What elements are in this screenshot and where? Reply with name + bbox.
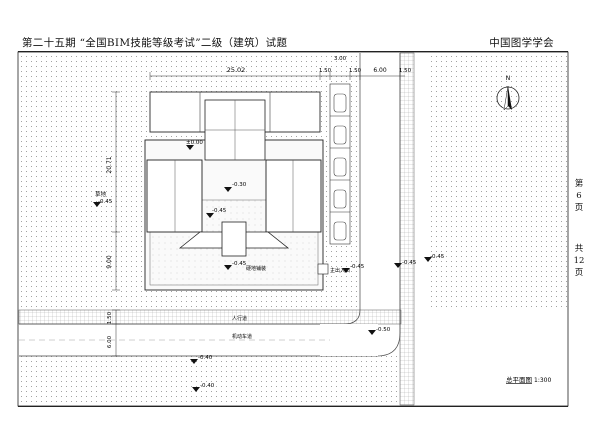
dim-height-main: 20.71 — [106, 156, 113, 173]
elevation-label: -0.45 — [430, 254, 445, 260]
drawing-name: 总平面图 — [506, 375, 532, 384]
parked-car — [333, 189, 347, 209]
sidewalk-label: 人行道 — [232, 315, 247, 322]
pavilion-core — [221, 221, 247, 257]
elevation-label: -0.45 — [212, 208, 227, 214]
bottom-rule — [18, 406, 568, 407]
parked-car — [333, 157, 347, 177]
entrance-label: 主出入口 — [330, 267, 350, 274]
elevation-label: -0.30 — [232, 182, 247, 188]
elevation-label: -0.45 — [402, 260, 417, 266]
dim-gap-a: 1.50 — [319, 68, 332, 74]
elevation-label: ±0.00 — [186, 140, 203, 146]
elevation-label: -0.40 — [198, 355, 213, 361]
parked-car — [333, 125, 347, 145]
current-page-indicator: 第 6 页 — [574, 179, 584, 213]
dim-stall: 3.00 — [334, 56, 347, 62]
dim-gap-c: 1.50 — [399, 68, 412, 74]
dim-height-lower: 9.00 — [106, 255, 113, 269]
parking-area — [329, 83, 351, 245]
parked-car — [333, 93, 347, 113]
dim-width-main: 25.02 — [227, 66, 246, 74]
lawn-label: 草地 — [95, 190, 107, 198]
elevation-label: -0.50 — [376, 327, 391, 333]
west-wing-roof — [146, 159, 203, 233]
sidewalk-strip — [18, 309, 402, 325]
dim-gap-b: 1.50 — [349, 68, 362, 74]
lawn-area-east — [430, 53, 567, 310]
sidewalk-strip-vertical — [399, 52, 415, 406]
total-pages-indicator: 共 12 页 — [573, 244, 585, 278]
north-arrow-icon — [496, 85, 520, 111]
dim-road-2: 6.00 — [107, 335, 113, 348]
lawn-area-south — [19, 356, 399, 405]
elevation-label: -0.45 — [232, 261, 247, 267]
road-corner — [320, 324, 378, 356]
elevation-label: -0.45 — [98, 199, 113, 205]
elevation-label: -0.45 — [350, 264, 365, 270]
title-rule — [18, 51, 568, 52]
east-wing-roof — [265, 159, 322, 233]
dimension-lines — [112, 72, 405, 357]
north-label: N — [506, 75, 511, 82]
courtyard-label: 硬地铺装 — [246, 265, 266, 272]
elevation-label: -0.40 — [200, 383, 215, 389]
dim-parking: 6.00 — [373, 67, 387, 74]
organization-name: 中国图学学会 — [489, 37, 554, 49]
parked-car — [333, 221, 347, 241]
elevation-markers — [93, 145, 432, 392]
dim-road-1: 1.50 — [107, 311, 113, 324]
drawing-frame — [17, 51, 569, 407]
drawing-scale: 1:300 — [534, 377, 551, 384]
road-label: 机动车道 — [232, 333, 252, 340]
entrance-marker — [317, 263, 329, 275]
sheet-title: 第二十五期 “全国BIM技能等级考试”二级（建筑）试题 — [22, 37, 288, 49]
